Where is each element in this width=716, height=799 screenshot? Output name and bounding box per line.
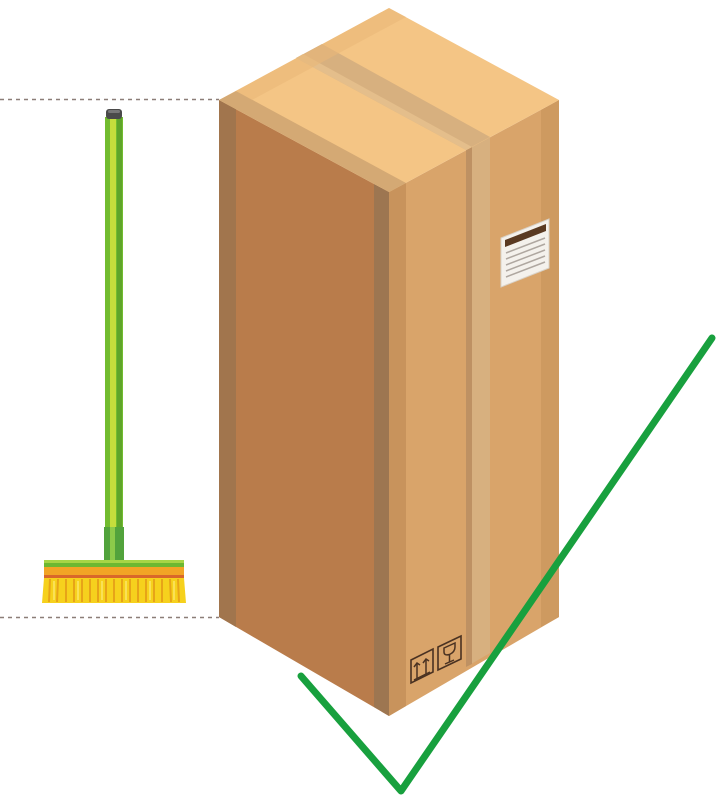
box-top-tape (296, 44, 490, 150)
broom (42, 109, 186, 603)
this-side-up-icon (410, 647, 434, 685)
fragile-icon (437, 634, 462, 672)
shipping-label (500, 218, 550, 288)
broom-head (44, 560, 184, 568)
cardboard-box (219, 8, 559, 716)
broom-bristles (42, 578, 186, 603)
check-mark-icon (297, 334, 716, 795)
box-left-face (219, 100, 389, 716)
